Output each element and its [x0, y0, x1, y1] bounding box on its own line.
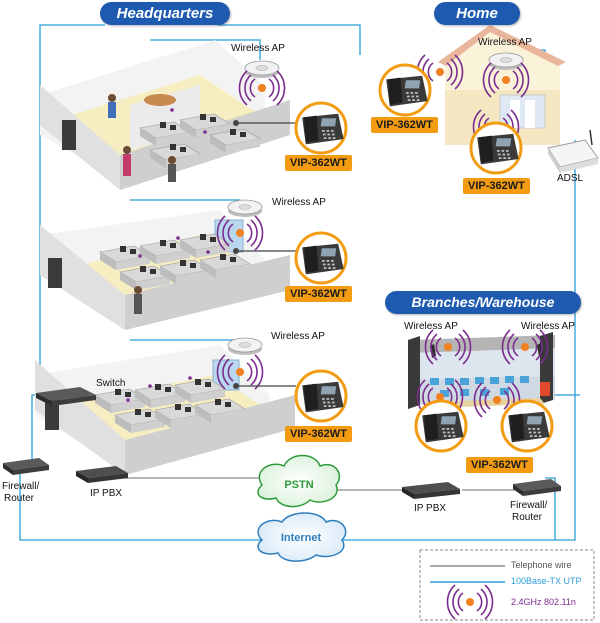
- legend-wifi-icon: [446, 584, 494, 620]
- hq-bottom-phone-icon: [296, 371, 346, 421]
- warehouse-ap-right-label: Wireless AP: [521, 321, 575, 332]
- hq-bottom-model-tag: VIP-362WT: [285, 426, 352, 442]
- adsl-label: ADSL: [557, 173, 584, 184]
- branch-ip-pbx-label: IP PBX: [414, 503, 447, 514]
- branch-ip-pbx-icon: [402, 482, 460, 499]
- warehouse-model-tag: VIP-362WT: [466, 457, 533, 473]
- warehouse-phone-right-icon: [502, 401, 552, 451]
- legend-telephone-wire: Telephone wire: [511, 560, 572, 570]
- warehouse-ap-left-label: Wireless AP: [404, 321, 458, 332]
- internet-cloud: [257, 512, 347, 562]
- hq-top-ap-label: Wireless AP: [231, 43, 285, 54]
- hq-middle-ap-label: Wireless AP: [272, 197, 326, 208]
- adsl-modem-icon: [547, 129, 599, 173]
- pstn-cloud: [257, 454, 341, 508]
- legend-wifi: 2.4GHz 802.11n: [511, 597, 576, 607]
- branch-firewall-icon: [513, 479, 561, 496]
- home-left-model-tag: VIP-362WT: [371, 117, 438, 133]
- legend-box: [419, 549, 595, 621]
- warehouse-phone-left-icon: [416, 401, 466, 451]
- internet-label: Internet: [280, 532, 322, 544]
- hq-bottom-ap-device: [227, 337, 263, 356]
- branch-firewall-label-line2: Router: [512, 512, 543, 523]
- legend-utp: 100Base-TX UTP: [511, 576, 582, 586]
- hq-floor-middle: [40, 210, 290, 330]
- branch-firewall-label-line1: Firewall/: [510, 500, 548, 511]
- hq-middle-phone-icon: [296, 233, 346, 283]
- hq-firewall-label-line2: Router: [4, 493, 35, 504]
- home-phone-left-icon: [380, 65, 430, 115]
- branches-warehouse-title: Branches/Warehouse: [385, 291, 581, 314]
- hq-middle-ap-device: [227, 199, 263, 218]
- headquarters-title: Headquarters: [100, 2, 230, 25]
- hq-ip-pbx-label: IP PBX: [90, 488, 123, 499]
- home-ap-label: Wireless AP: [478, 37, 532, 48]
- hq-middle-model-tag: VIP-362WT: [285, 286, 352, 302]
- hq-top-model-tag: VIP-362WT: [285, 155, 352, 171]
- home-right-model-tag: VIP-362WT: [463, 178, 530, 194]
- hq-firewall-label-line1: Firewall/: [2, 481, 40, 492]
- warehouse-building: [408, 332, 555, 409]
- hq-floor-bottom: [35, 345, 295, 475]
- switch-label: Switch: [96, 378, 126, 389]
- pstn-label: PSTN: [284, 479, 314, 491]
- home-title: Home: [434, 2, 520, 25]
- hq-bottom-ap-label: Wireless AP: [271, 331, 325, 342]
- hq-top-phone-icon: [296, 103, 346, 153]
- home-phone-right-icon: [471, 123, 521, 173]
- hq-ip-pbx-icon: [76, 466, 128, 483]
- hq-floor-top: [40, 40, 290, 190]
- hq-firewall-icon: [3, 458, 49, 475]
